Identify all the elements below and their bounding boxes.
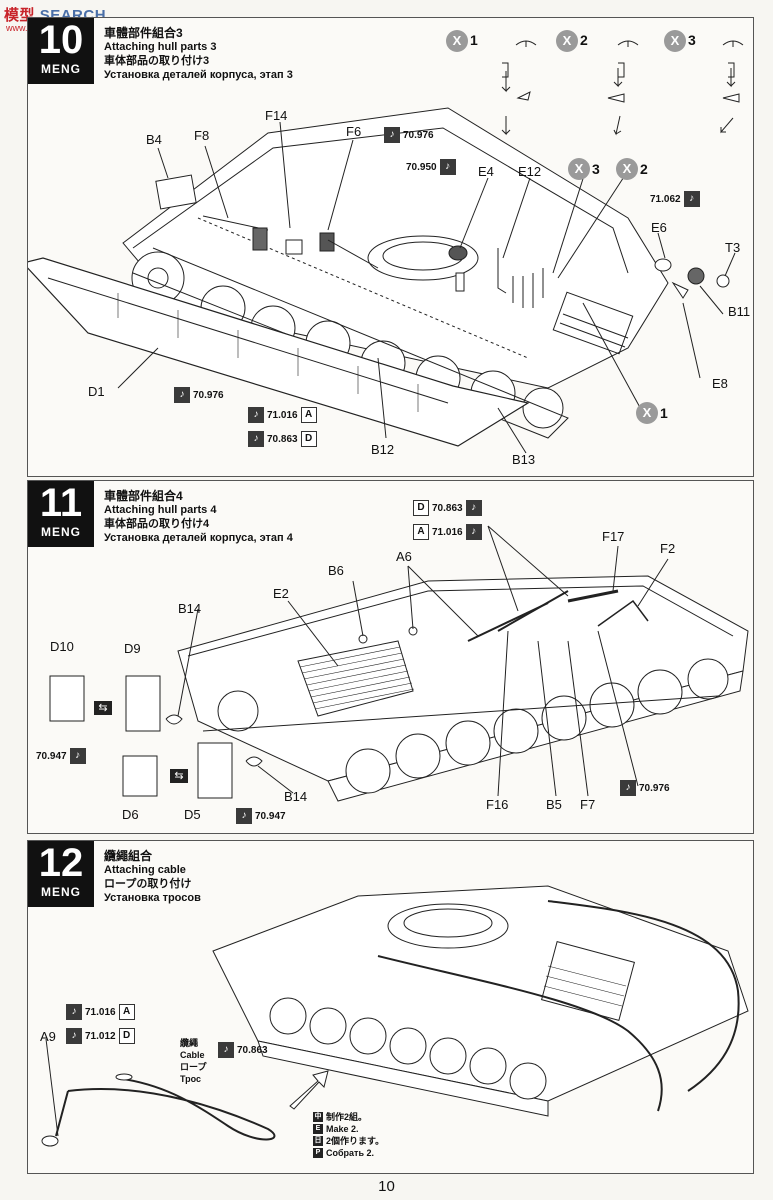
part-label: F17: [602, 529, 625, 544]
part-label: F7: [580, 797, 596, 812]
paint-code: 71.062♪: [650, 190, 700, 208]
step-title: 車體部件組合4 Attaching hull parts 4 車体部品の取り付け…: [104, 489, 293, 544]
part-label: F2: [660, 541, 676, 556]
paint-code: ♪70.976: [620, 779, 670, 797]
step-11-panel: 11 MENG 車體部件組合4 Attaching hull parts 4 車…: [27, 480, 754, 834]
brush-icon: ♪: [66, 1004, 82, 1020]
part-label: B14: [178, 601, 202, 616]
brush-icon: ♪: [465, 500, 482, 516]
step-badge: 10 MENG: [28, 18, 94, 84]
swap-arrow-icon: ⇆: [94, 701, 112, 715]
part-label: B11: [728, 304, 751, 319]
part-label: F8: [194, 128, 210, 143]
brush-icon: ♪: [620, 780, 636, 796]
sequence-number: 2: [640, 161, 648, 177]
step-10-panel: 10 MENG 車體部件組合3 Attaching hull parts 3 車…: [27, 17, 754, 477]
sequence-number: 1: [470, 32, 478, 48]
page-number: 10: [378, 1178, 395, 1195]
paint-code: 70.947♪: [36, 747, 86, 765]
part-label: B14: [284, 789, 308, 804]
part-label: B13: [512, 452, 536, 467]
step-badge: 11 MENG: [28, 481, 94, 547]
part-label: E12: [518, 164, 542, 179]
part-label: B6: [328, 563, 344, 578]
paint-code: ♪70.863: [218, 1041, 268, 1059]
remove-mark-icon: X: [616, 158, 638, 180]
part-label: D6: [122, 807, 139, 822]
part-label: E2: [273, 586, 289, 601]
brush-icon: ♪: [384, 127, 400, 143]
brush-icon: ♪: [174, 387, 190, 403]
sequence-number: 1: [660, 405, 668, 421]
part-label: F14: [265, 108, 288, 123]
part-label: E4: [478, 164, 494, 179]
part-label: A9: [40, 1029, 56, 1044]
part-label: E8: [712, 376, 728, 391]
step-title: 車體部件組合3 Attaching hull parts 3 車体部品の取り付け…: [104, 26, 293, 81]
swap-arrow-icon: ⇆: [170, 769, 188, 783]
brush-icon: ♪: [236, 808, 252, 824]
remove-mark-icon: X: [636, 402, 658, 424]
remove-mark-icon: X: [556, 30, 578, 52]
sequence-number: 3: [688, 32, 696, 48]
hull-drawing-step12: [41, 885, 749, 1147]
part-label: D10: [50, 639, 74, 654]
step-12-panel: 12 MENG 纜繩組合 Attaching cable ロープの取り付け Ус…: [27, 840, 754, 1174]
paint-code: ♪70.947: [236, 807, 286, 825]
part-label: T3: [725, 240, 741, 255]
part-label: D5: [184, 807, 201, 822]
brush-icon: ♪: [439, 159, 456, 175]
brush-icon: ♪: [66, 1028, 82, 1044]
remove-mark-icon: X: [568, 158, 590, 180]
brush-icon: ♪: [218, 1042, 234, 1058]
hull-drawing-step10: [28, 40, 744, 454]
part-label: D9: [124, 641, 141, 656]
paint-code: ♪70.976: [174, 386, 224, 404]
part-label: B5: [546, 797, 562, 812]
cable-label: 纜繩 Cable ロープ Трос: [180, 1038, 207, 1084]
brush-icon: ♪: [683, 191, 700, 207]
brush-icon: ♪: [248, 407, 264, 423]
part-label: B12: [371, 442, 395, 457]
remove-mark-icon: X: [446, 30, 468, 52]
part-label: B4: [146, 132, 162, 147]
paint-code: 70.950♪: [406, 158, 456, 176]
part-label: F16: [486, 797, 509, 812]
brush-icon: ♪: [465, 524, 482, 540]
paint-code: ♪70.976: [384, 126, 434, 144]
sequence-number: 3: [592, 161, 600, 177]
brush-icon: ♪: [248, 431, 264, 447]
part-label: D1: [88, 384, 105, 399]
sequence-number: 2: [580, 32, 588, 48]
hull-drawing-step11: [49, 525, 749, 802]
brush-icon: ♪: [69, 748, 86, 764]
part-label: A6: [396, 549, 412, 564]
part-label: F6: [346, 124, 362, 139]
step-badge: 12 MENG: [28, 841, 94, 907]
part-label: E6: [651, 220, 667, 235]
step-title: 纜繩組合 Attaching cable ロープの取り付け Установка …: [104, 849, 201, 904]
remove-mark-icon: X: [664, 30, 686, 52]
